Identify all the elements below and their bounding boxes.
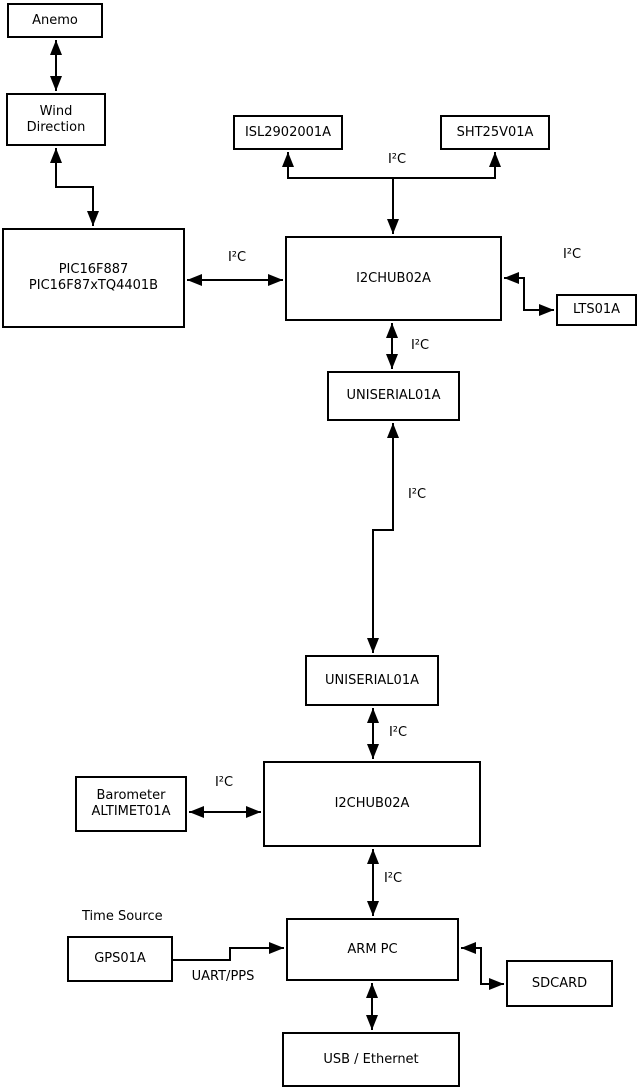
- connector-winddir-pic: [50, 148, 99, 226]
- node-sdcard: SDCARD: [506, 960, 613, 1007]
- connector-gps-armpc: [173, 942, 284, 961]
- edge-label-i2c-uniserial-hub2: I²C: [388, 725, 408, 740]
- edge-label-time-source: Time Source: [82, 909, 163, 924]
- node-pic16f887: PIC16F887 PIC16F87xTQ4401B: [2, 228, 185, 328]
- connector-i2chub-lts: [504, 272, 554, 316]
- connector-uniserial-link: [367, 423, 399, 653]
- connector-armpc-sdcard: [461, 942, 504, 990]
- node-anemo: Anemo: [7, 3, 103, 38]
- edge-label-i2c-hub-uniserial: I²C: [410, 338, 430, 353]
- node-usb-ethernet: USB / Ethernet: [282, 1032, 460, 1087]
- edge-label-uart-pps: UART/PPS: [191, 969, 255, 984]
- node-wind-direction: Wind Direction: [6, 93, 106, 146]
- edge-label-i2c-uniserial-link: I²C: [407, 487, 427, 502]
- node-i2chub02a-bottom: I2CHUB02A: [263, 761, 481, 847]
- node-barometer-altimet01a: Barometer ALTIMET01A: [75, 776, 187, 832]
- connector-isl-sht-bus: [282, 152, 501, 179]
- node-gps01a: GPS01A: [67, 936, 173, 982]
- node-uniserial01a-bottom: UNISERIAL01A: [305, 655, 439, 706]
- edge-label-i2c-hub2-armpc: I²C: [383, 871, 403, 886]
- edge-label-i2c-pic-hub: I²C: [227, 250, 247, 265]
- edge-label-i2c-hub-sensors: I²C: [387, 152, 407, 167]
- node-arm-pc: ARM PC: [286, 918, 459, 981]
- node-lts01a: LTS01A: [556, 294, 637, 326]
- node-sht25v01a: SHT25V01A: [440, 115, 550, 150]
- node-i2chub02a-top: I2CHUB02A: [285, 236, 502, 321]
- edge-label-i2c-barometer-hub2: I²C: [214, 775, 234, 790]
- edge-label-i2c-hub-lts: I²C: [562, 247, 582, 262]
- node-isl2902001a: ISL2902001A: [233, 115, 343, 150]
- node-uniserial01a-top: UNISERIAL01A: [327, 371, 460, 421]
